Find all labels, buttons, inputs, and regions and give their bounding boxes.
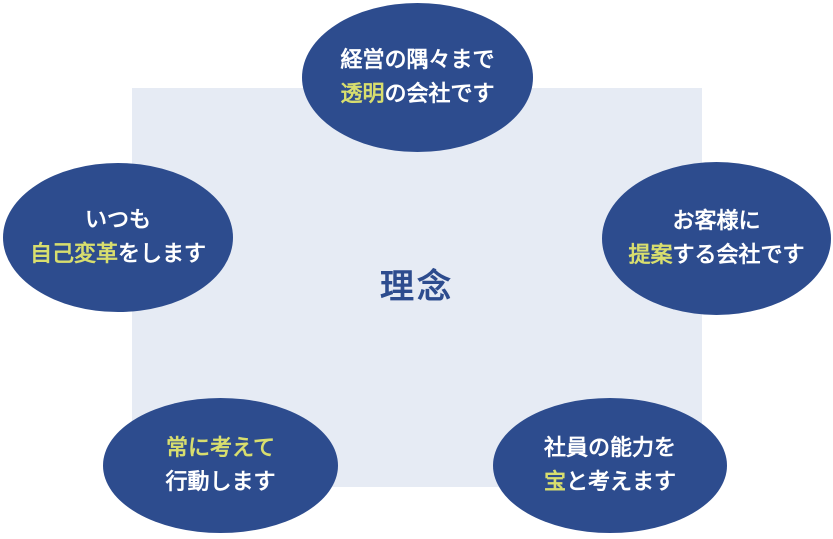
concept-title: 理念	[380, 267, 454, 307]
bubble-text: お客様に	[672, 208, 761, 234]
bubble-think-and-act: 常に考えて 行動します	[103, 398, 338, 533]
bubble-text: の会社です	[384, 81, 495, 107]
bubble-line: いつも	[85, 204, 151, 238]
bubble-highlight-text: 透明	[340, 81, 385, 107]
bubble-text: いつも	[84, 207, 151, 233]
bubble-line: 常に考えて	[166, 432, 275, 466]
bubble-text: 行動します	[165, 469, 276, 495]
bubble-highlight-text: 宝	[543, 469, 566, 495]
bubble-highlight-text: 提案	[628, 242, 673, 268]
bubble-text: 社員の能力を	[543, 435, 676, 461]
bubble-line: 宝と考えます	[544, 466, 676, 500]
bubble-line: 経営の隅々まで	[340, 44, 494, 78]
bubble-text: と考えます	[566, 469, 677, 495]
bubble-customer-proposal: お客様に 提案する会社です	[602, 162, 831, 315]
bubble-self-reform: いつも 自己変革をします	[3, 163, 233, 312]
bubble-line: 行動します	[165, 466, 275, 500]
bubble-line: お客様に	[672, 205, 760, 239]
bubble-line: 提案する会社です	[628, 239, 804, 273]
bubble-employee-treasure: 社員の能力を 宝と考えます	[493, 398, 727, 533]
bubble-line: 社員の能力を	[544, 432, 676, 466]
bubble-transparency: 経営の隅々まで 透明の会社です	[302, 3, 533, 152]
bubble-highlight-text: 自己変革	[29, 241, 118, 267]
bubble-text: する会社です	[672, 242, 805, 268]
bubble-text: をします	[118, 241, 207, 267]
bubble-text: 経営の隅々まで	[340, 47, 495, 73]
bubble-highlight-text: 常に考えて	[166, 435, 275, 461]
bubble-line: 自己変革をします	[30, 238, 206, 272]
bubble-line: 透明の会社です	[340, 78, 494, 112]
